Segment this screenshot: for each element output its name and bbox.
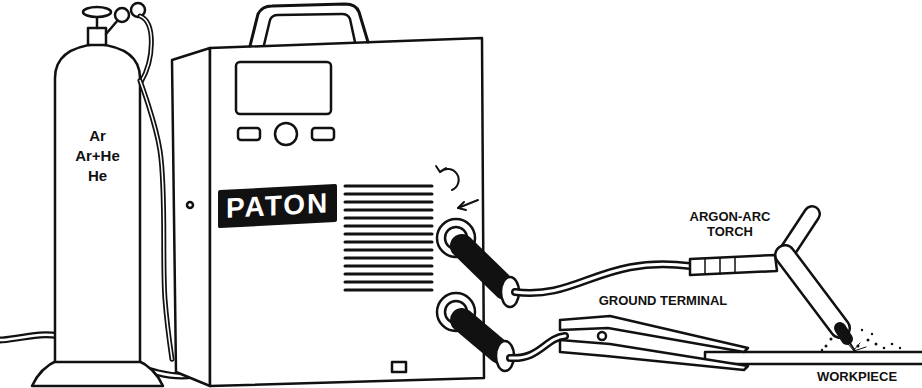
welding-machine — [392, 362, 406, 372]
argon-arc-torch — [690, 255, 777, 275]
arc-sparks — [861, 329, 863, 331]
torch-cable — [515, 264, 690, 293]
arc-sparks — [821, 329, 901, 351]
part-label: GROUND TERMINAL — [598, 293, 728, 308]
welding-machine — [436, 166, 446, 172]
torch-cable — [515, 264, 690, 293]
arc-sparks — [848, 343, 866, 351]
ground-cable — [510, 336, 565, 358]
workpiece-plate — [705, 352, 922, 364]
welding-machine — [172, 48, 210, 386]
welding-machine-body: PATON — [172, 5, 484, 386]
gas-cylinder — [32, 3, 163, 386]
welding-machine — [275, 123, 297, 145]
arc-sparks — [891, 343, 894, 346]
gas-cylinder — [106, 20, 118, 34]
ground-cable — [510, 336, 565, 358]
regulator-hose — [140, 16, 151, 82]
arc-sparks — [867, 339, 870, 342]
gas-cylinder — [115, 8, 129, 22]
arc-sparks — [899, 347, 901, 349]
gas-cylinder — [55, 44, 140, 362]
ground-cable — [510, 336, 565, 358]
gas-hose — [140, 81, 172, 360]
ground-clamp — [560, 316, 748, 352]
welding-machine — [440, 169, 459, 190]
argon-arc-torch — [785, 255, 840, 328]
node-text: Ar+He — [75, 146, 120, 166]
ground-clamp — [598, 332, 606, 340]
gas-hose — [140, 81, 172, 360]
welding-machine — [250, 4, 368, 46]
argon-arc-torch — [840, 328, 847, 339]
welding-machine — [236, 62, 331, 114]
gas-cylinder-label: ArAr+HeHe — [55, 44, 140, 362]
cable-plugs — [462, 246, 519, 371]
welding-machine — [458, 202, 466, 210]
label-slot: GROUND TERMINAL — [598, 293, 728, 308]
welding-machine — [345, 186, 432, 290]
welding-machine — [187, 202, 193, 208]
node-text: PATON — [218, 184, 337, 228]
regulator-hose — [140, 16, 151, 82]
gas-hose-core — [140, 81, 172, 360]
label-slot: WORKPIECE — [812, 369, 902, 384]
regulator-hose — [140, 16, 151, 82]
welding-machine — [312, 128, 334, 140]
gas-cylinder — [96, 17, 99, 28]
arc-sparks — [837, 332, 839, 334]
argon-arc-torch — [785, 255, 840, 328]
ground-clamp — [560, 316, 748, 370]
arc-sparks — [830, 338, 833, 341]
node-text: He — [88, 166, 107, 186]
gas-cylinder — [32, 360, 163, 386]
part-label: WORKPIECE — [812, 369, 902, 384]
cable-plugs — [462, 320, 500, 352]
gas-cylinder — [83, 7, 111, 17]
arc-sparks — [871, 333, 873, 335]
arc-sparks — [883, 347, 886, 350]
welding-machine — [264, 14, 355, 45]
illustration — [0, 3, 922, 386]
cable-plugs — [462, 246, 505, 288]
welding-machine — [210, 38, 484, 386]
part-label: ARGON-ARC TORCH — [680, 209, 780, 239]
workpiece-plate — [705, 352, 922, 364]
node-text: Ar — [89, 126, 106, 146]
gas-cylinder — [88, 28, 106, 45]
arc-sparks — [821, 349, 823, 351]
welding-machine — [172, 4, 484, 386]
welding-machine — [238, 128, 260, 140]
torch-cable — [515, 264, 690, 293]
arc-sparks — [875, 343, 878, 346]
argon-arc-torch — [705, 257, 735, 274]
label-slot: ARGON-ARC TORCH — [680, 209, 780, 239]
arc-sparks — [825, 345, 828, 348]
